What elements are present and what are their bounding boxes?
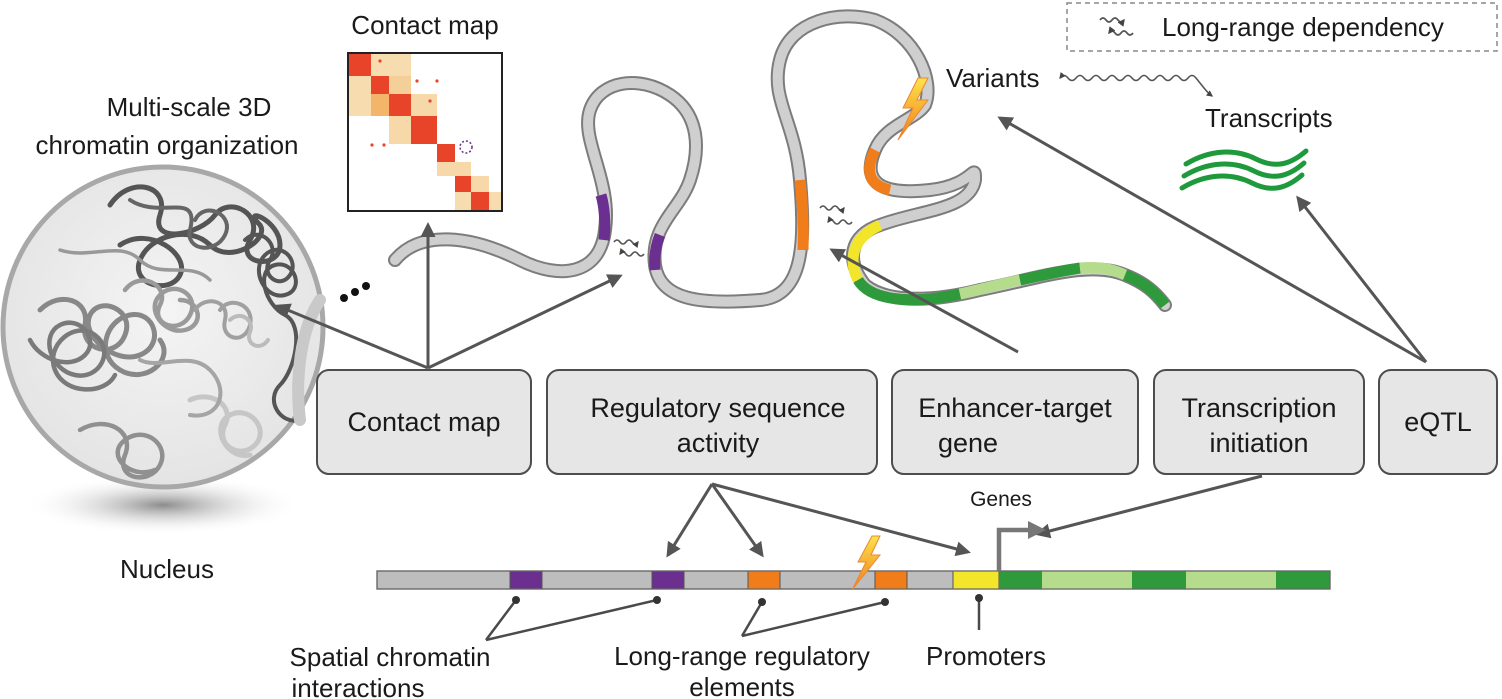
arrow-to-spatial-element <box>666 483 714 558</box>
long-range-elements-label-line2: elements <box>689 672 795 699</box>
long-range-dependency-icon <box>1099 17 1134 36</box>
legend-border <box>1066 2 1498 52</box>
tss-arrow-icon <box>996 521 1046 571</box>
multiscale-title-line1: Multi-scale 3D <box>107 92 272 122</box>
nucleus-shadow <box>23 475 303 535</box>
ellipsis-dots <box>340 282 370 302</box>
task-box-enhancer-target-gene[interactable]: Enhancer-target gene <box>891 369 1139 475</box>
track-variant-lightning-icon <box>851 535 882 591</box>
genes-label: Genes <box>970 488 1032 511</box>
task-label-line2: gene <box>938 428 998 458</box>
arrow-to-variants <box>997 116 1427 364</box>
legend: Long-range dependency <box>1066 2 1498 52</box>
spatial-element-2 <box>651 570 685 590</box>
arrow-to-promoter <box>711 482 971 557</box>
fiber-promoter-segment <box>847 220 883 283</box>
arrow-to-nucleus <box>275 303 429 370</box>
transcripts-label: Transcripts <box>1205 103 1333 133</box>
gene-exon-3 <box>1276 571 1330 589</box>
fiber-gene-segment-2 <box>958 274 1022 300</box>
task-box-regulatory-sequence-activity[interactable]: Regulatory sequence activity <box>546 369 878 475</box>
spatial-element-1 <box>509 570 543 590</box>
arrow-to-genes <box>1035 474 1263 539</box>
fiber-spatial-segment-1 <box>595 193 611 241</box>
task-label: Contact map <box>347 407 500 437</box>
fiber-dependency-icons <box>613 205 853 257</box>
arrow-to-enhancer <box>829 248 1019 354</box>
regulatory-element-1 <box>747 570 781 590</box>
fiber-regulatory-segment-2 <box>864 147 892 196</box>
promoter-element <box>952 570 1000 590</box>
gene-exon-1 <box>999 571 1042 589</box>
task-box-eqtl[interactable]: eQTL <box>1378 369 1498 475</box>
gene-intron-2 <box>1186 571 1276 589</box>
task-label: eQTL <box>1404 407 1472 437</box>
linear-genome-track <box>376 570 1331 590</box>
contact-map-heatmap <box>347 52 503 212</box>
fiber-gene-segment-4 <box>1079 262 1128 280</box>
task-box-contact-map[interactable]: Contact map <box>316 369 532 475</box>
chromatin-loops <box>27 184 302 480</box>
variant-transcript-dependency-icon <box>1059 72 1214 97</box>
task-box-transcription-initiation[interactable]: Transcription initiation <box>1153 369 1365 475</box>
task-label-line1: Regulatory sequence <box>590 393 845 423</box>
multiscale-title-line2: chromatin organization <box>35 130 298 160</box>
promoters-label: Promoters <box>926 641 1046 671</box>
fiber-spatial-segment-2 <box>649 232 666 271</box>
task-label-line1: Enhancer-target <box>918 393 1112 423</box>
nucleus-fiber-end <box>292 294 326 426</box>
spatial-interactions-label-line2: interactions <box>292 673 425 699</box>
fiber-gene-segment-3 <box>1018 262 1081 286</box>
long-range-elements-label-line1: Long-range regulatory <box>614 641 870 671</box>
task-label-line2: initiation <box>1209 428 1308 458</box>
highlighted-interaction-circle <box>459 140 473 154</box>
task-arrows <box>275 116 1428 558</box>
fiber-regulatory-segment-1 <box>794 179 809 251</box>
task-label-line2: activity <box>677 428 760 458</box>
nucleus-circle <box>0 164 326 490</box>
fiber-gene-segment-5 <box>1122 269 1170 309</box>
task-label-line1: Transcription <box>1181 393 1336 423</box>
spatial-interactions-label-line1: Spatial chromatin <box>290 642 491 672</box>
chromatin-fiber <box>388 9 1172 312</box>
nucleus-illustration: Nucleus <box>0 164 326 584</box>
arrow-to-regulatory-element <box>710 483 764 558</box>
fiber-gene-segment-1 <box>853 276 962 306</box>
legend-label: Long-range dependency <box>1162 12 1444 42</box>
contact-map-title: Contact map <box>351 10 498 40</box>
variants-label: Variants <box>946 63 1039 93</box>
nucleus-label: Nucleus <box>120 554 214 584</box>
regulatory-element-2 <box>874 570 908 590</box>
arrow-to-fiber-interaction <box>427 274 623 370</box>
gene-intron-1 <box>1042 571 1132 589</box>
transcripts-icon <box>1179 148 1309 191</box>
arrow-to-transcripts <box>1296 195 1428 363</box>
fiber-colored-segments <box>595 147 1170 309</box>
gene-exon-2 <box>1132 571 1186 589</box>
variant-lightning-icon <box>897 77 929 141</box>
bottom-pointers <box>485 594 983 642</box>
